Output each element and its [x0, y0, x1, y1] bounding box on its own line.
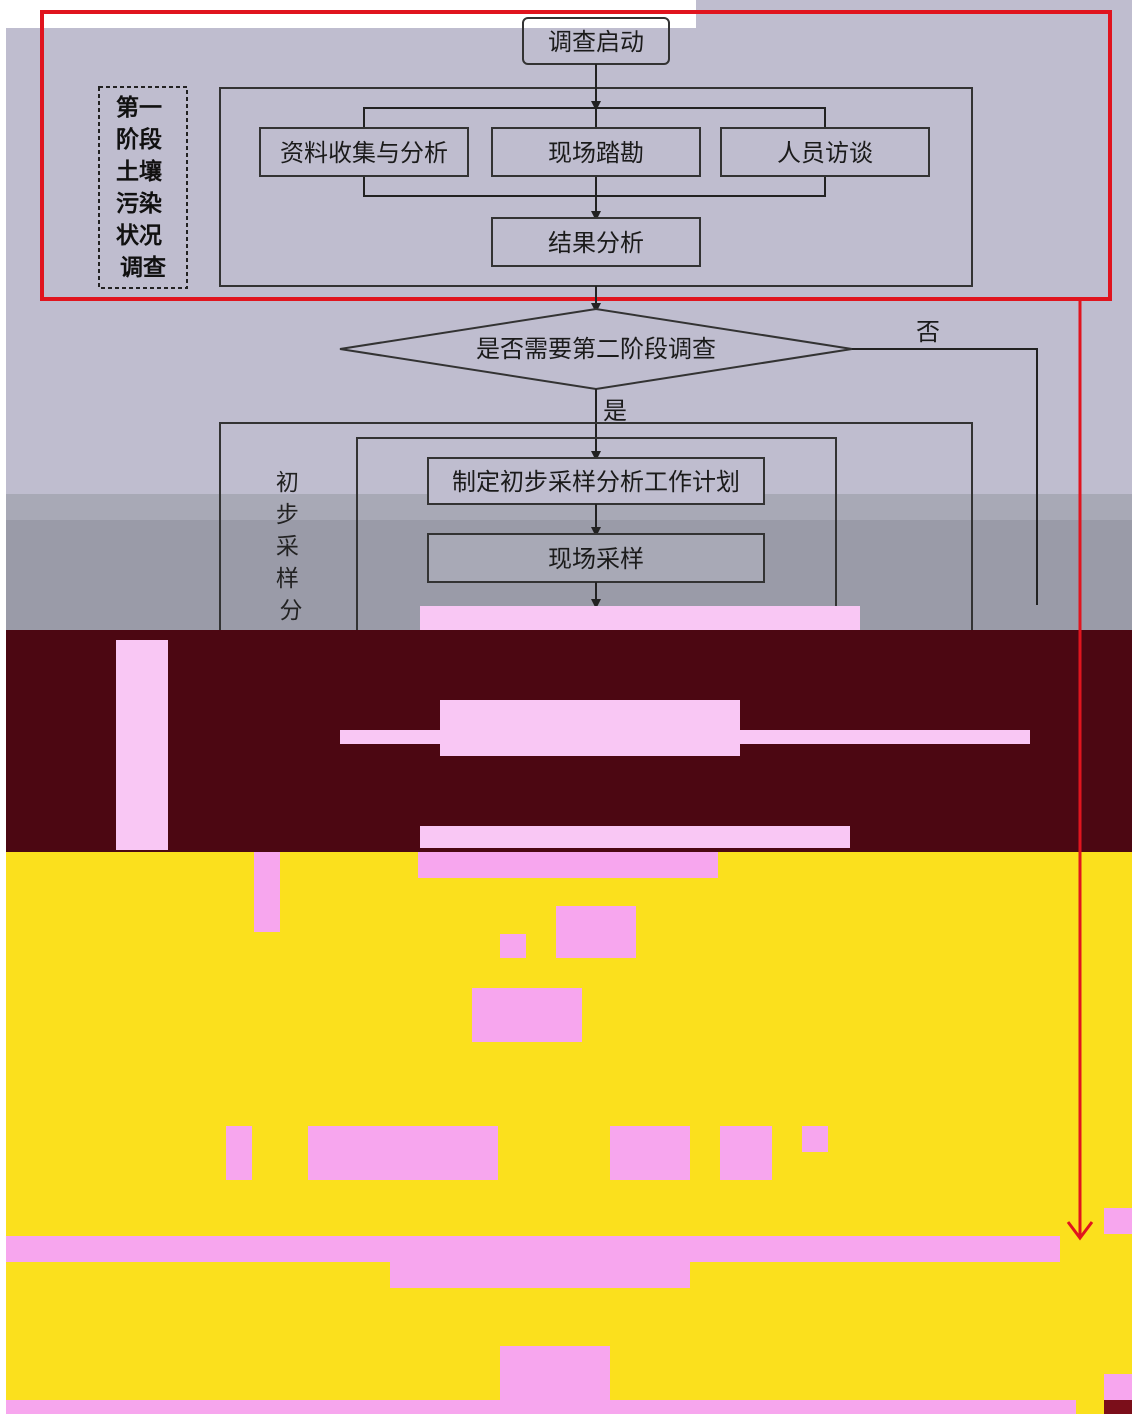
artifact-15 — [1104, 1208, 1132, 1234]
artifact-12 — [390, 1262, 690, 1288]
artifact-3 — [556, 906, 636, 958]
node-start: 调查启动 — [522, 17, 670, 65]
node-field-sampling: 现场采样 — [427, 533, 765, 583]
node-interviews: 人员访谈 — [720, 127, 930, 177]
artifact-7 — [308, 1126, 498, 1180]
artifact-1 — [254, 852, 280, 932]
edge-decision-no — [852, 348, 1038, 605]
node-start-label: 调查启动 — [548, 28, 644, 56]
artifact-9 — [720, 1126, 772, 1180]
phase1-label: 第一 阶段 土壤 污染 状况 调查 — [116, 94, 170, 281]
svg-text:人员访谈: 人员访谈 — [777, 139, 873, 167]
artifact-strip-2 — [420, 826, 850, 848]
svg-text:现场踏勘: 现场踏勘 — [548, 139, 644, 167]
node-result-analysis: 结果分析 — [491, 217, 701, 267]
phase2-container — [219, 422, 973, 630]
phase2-label: 初 步 采 样 分 — [276, 470, 306, 624]
artifact-17 — [1104, 1400, 1132, 1414]
decision-no-label: 否 — [916, 318, 940, 346]
svg-text:制定初步采样分析工作计划: 制定初步采样分析工作计划 — [452, 468, 740, 496]
node-sampling-plan: 制定初步采样分析工作计划 — [427, 457, 765, 505]
phase1-label-box — [98, 86, 188, 289]
artifact-column — [116, 640, 168, 850]
node-decision: 是否需要第二阶段调查 — [339, 307, 853, 391]
artifact-10 — [802, 1126, 828, 1152]
artifact-14 — [6, 1400, 1076, 1414]
artifact-16 — [1104, 1374, 1132, 1400]
artifact-strip — [420, 606, 860, 630]
decision-yes-label: 是 — [603, 397, 627, 425]
highlight-box — [40, 10, 1112, 301]
node-data-collection: 资料收集与分析 — [259, 127, 469, 177]
edge-merge-bottom — [363, 176, 826, 197]
node-site-reconnaissance: 现场踏勘 — [491, 127, 701, 177]
artifact-6 — [226, 1126, 252, 1180]
edge-split-top — [363, 107, 826, 128]
artifact-2 — [418, 852, 718, 878]
artifact-4 — [500, 934, 526, 958]
svg-text:资料收集与分析: 资料收集与分析 — [280, 139, 448, 167]
svg-text:结果分析: 结果分析 — [548, 229, 644, 257]
svg-text:是否需要第二阶段调查: 是否需要第二阶段调查 — [476, 335, 716, 363]
phase2-inner-container — [356, 437, 837, 630]
artifact-block — [440, 700, 740, 756]
artifact-13 — [500, 1346, 610, 1400]
artifact-11 — [6, 1236, 1060, 1262]
svg-text:现场采样: 现场采样 — [548, 545, 644, 573]
highlight-arrow-head — [1066, 1221, 1094, 1241]
artifact-8 — [610, 1126, 690, 1180]
artifact-5 — [472, 988, 582, 1042]
